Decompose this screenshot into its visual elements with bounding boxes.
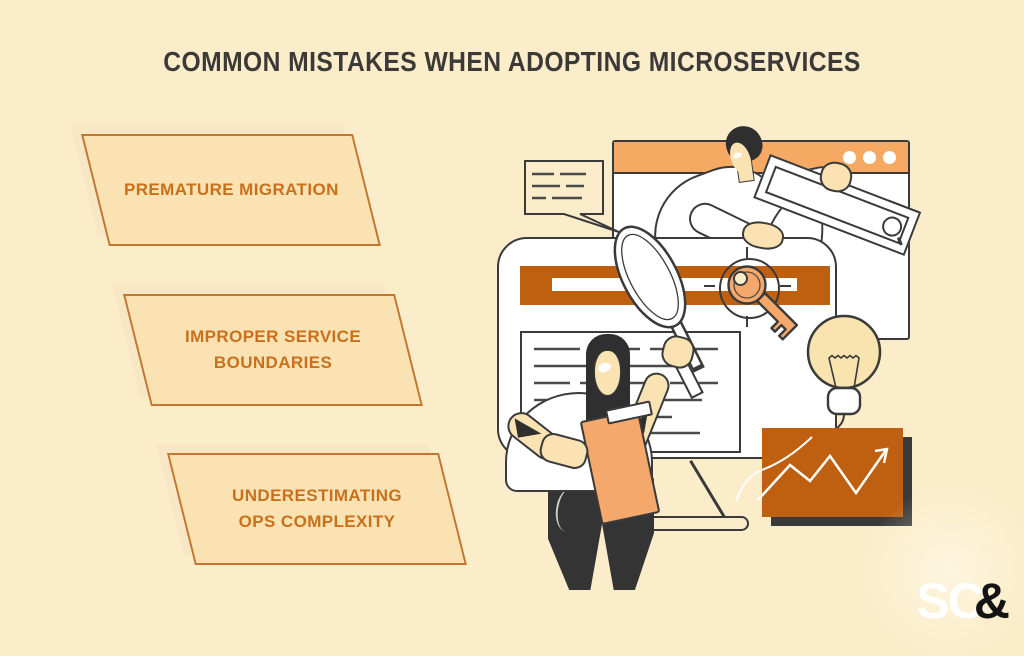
- mistake-box-underestimating-ops-complexity: UNDERESTIMATING OPS COMPLEXITY: [156, 444, 467, 565]
- magnifier-handle: [896, 237, 903, 246]
- target-icon: [719, 258, 780, 319]
- illustration: [490, 120, 1024, 636]
- woman-face: [594, 350, 621, 396]
- window-dot-icon: [863, 150, 876, 164]
- brand-logo: SC&: [916, 572, 1010, 630]
- mistake-box-premature-migration: PREMATURE MIGRATION: [70, 125, 381, 246]
- page-title: COMMON MISTAKES WHEN ADOPTING MICROSERVI…: [163, 46, 861, 77]
- target-tick: [746, 247, 748, 258]
- lightbulb-icon: [806, 314, 882, 438]
- target-tick: [704, 285, 715, 287]
- parallelogram-box: IMPROPER SERVICE BOUNDARIES: [123, 294, 423, 406]
- mistake-box-improper-service-boundaries: IMPROPER SERVICE BOUNDARIES: [112, 285, 423, 406]
- target-tick: [746, 316, 748, 327]
- monitor-stand-icon: [689, 459, 726, 519]
- infographic-page: { "header": { "title": "COMMON MISTAKES …: [70, 46, 1024, 656]
- mistake-label: PREMATURE MIGRATION: [123, 179, 339, 199]
- window-dot-icon: [843, 150, 856, 164]
- parallelogram-box: PREMATURE MIGRATION: [81, 134, 381, 246]
- parallelogram-box: UNDERESTIMATING OPS COMPLEXITY: [167, 453, 467, 565]
- target-tick: [780, 285, 791, 287]
- logo-text-sc: SC: [916, 573, 983, 629]
- logo-glow: [864, 486, 1024, 656]
- speech-bubble-icon: [524, 160, 620, 233]
- key-icon: [727, 265, 799, 341]
- logo-ampersand: &: [973, 573, 1010, 629]
- window-dot-icon: [883, 150, 896, 164]
- mistake-label: UNDERESTIMATING OPS COMPLEXITY: [231, 485, 402, 531]
- mistake-label: IMPROPER SERVICE BOUNDARIES: [184, 326, 362, 372]
- growth-chart-icon: [735, 428, 912, 526]
